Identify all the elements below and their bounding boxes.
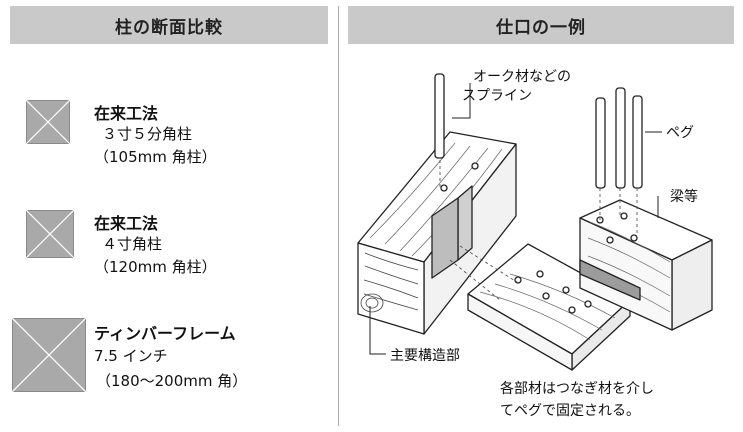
label-main-structure: 主要構造部 (390, 348, 460, 364)
item-size: 7.5 インチ (94, 347, 168, 365)
cross-section-swatch-large (12, 318, 86, 392)
note-line1: 各部材はつなぎ材を介し (500, 381, 654, 397)
comparison-item-120mm: 在来工法 ４寸角柱 （120mm 角柱） (26, 210, 326, 280)
item-metric: （180～200mm 角） (96, 372, 248, 390)
note-line2: てペグで固定される。 (500, 403, 640, 419)
label-beam: 梁等 (670, 189, 698, 205)
joint-illustration (357, 73, 713, 371)
item-metric: （105mm 角柱） (94, 148, 217, 166)
label-spline-line1: オーク材などの (473, 69, 571, 85)
cross-section-swatch-small (26, 100, 70, 144)
item-title: ティンバーフレーム (94, 324, 236, 343)
cross-section-swatch-medium (26, 210, 74, 258)
item-title: 在来工法 (94, 214, 159, 233)
comparison-item-105mm: 在来工法 ３寸５分角柱 （105mm 角柱） (26, 100, 326, 170)
item-title: 在来工法 (94, 104, 159, 123)
label-peg: ペグ (666, 125, 694, 141)
item-size: ４寸角柱 (102, 235, 163, 253)
peg-2 (615, 87, 626, 189)
column-divider (338, 6, 339, 426)
left-section-header: 柱の断面比較 (10, 6, 328, 44)
comparison-item-timberframe: ティンバーフレーム 7.5 インチ （180～200mm 角） (12, 318, 332, 398)
joint-diagram: オーク材などの スプライン ペグ 梁等 主要構造部 各部材はつなぎ材を介し てペ… (340, 48, 740, 428)
item-size: ３寸５分角柱 (102, 125, 193, 143)
right-section-header: 仕口の一例 (348, 6, 734, 44)
peg-1 (595, 97, 606, 189)
label-spline-line2: スプライン (462, 88, 532, 104)
item-metric: （120mm 角柱） (94, 258, 217, 276)
peg-3 (632, 95, 643, 189)
